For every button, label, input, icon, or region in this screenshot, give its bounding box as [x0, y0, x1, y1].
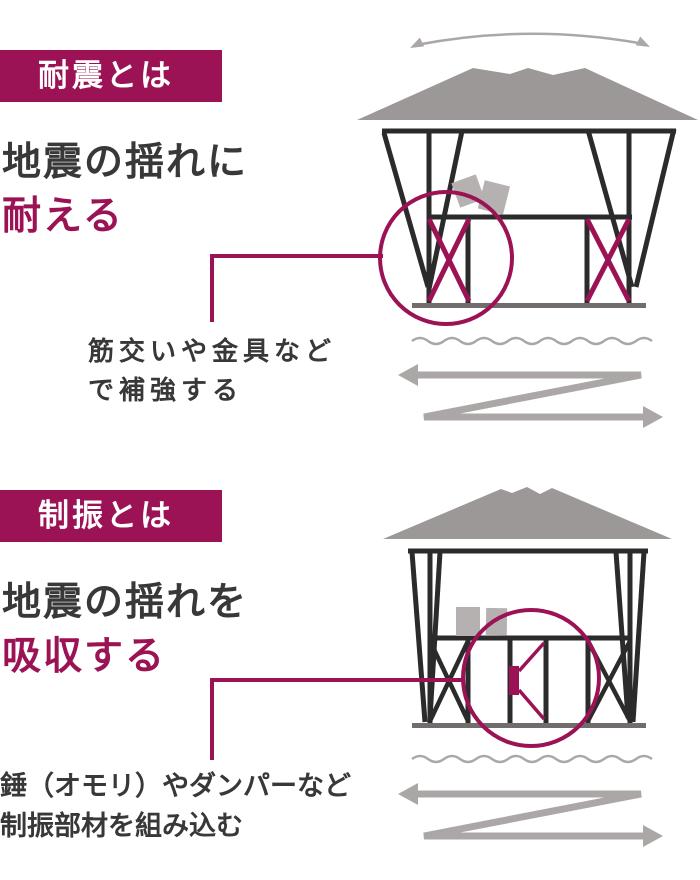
house-frame: [381, 128, 677, 303]
ground-wave-icon: [411, 754, 653, 764]
shake-direction-arrows-icon: [398, 783, 663, 847]
taishin-note: 筋交いや金具など で補強する: [88, 332, 336, 410]
x-brace-right: [584, 217, 632, 303]
taishin-heading-line1: 地震の揺れに: [2, 141, 249, 184]
note-leader-line: [210, 678, 464, 760]
roof: [383, 487, 672, 539]
seishin-heading-line2: 吸収する: [2, 635, 167, 678]
taishin-house-illustration: [210, 32, 698, 428]
sway-arrow-icon: [410, 32, 650, 48]
note-leader-line: [210, 254, 383, 322]
section-badge-seishin: 制振とは: [0, 490, 222, 542]
seishin-heading-line1: 地震の揺れを: [2, 581, 249, 624]
shake-direction-arrows-icon: [398, 364, 663, 428]
seishin-house-illustration: [210, 487, 672, 847]
roof: [357, 68, 698, 120]
taishin-note-line2: で補強する: [88, 375, 244, 405]
seishin-heading: 地震の揺れを 吸収する: [2, 576, 248, 684]
x-brace-left: [426, 217, 472, 303]
house-frame: [408, 548, 648, 723]
seishin-note-line2: 制振部材を組み込む: [0, 811, 243, 841]
damper-icon: [509, 641, 546, 721]
taishin-heading-line2: 耐える: [2, 195, 124, 238]
ground-wave-icon: [411, 336, 653, 346]
seishin-note-line1: 錘（オモリ）やダンパーなど: [0, 771, 351, 801]
seishin-note: 錘（オモリ）やダンパーなど 制振部材を組み込む: [0, 766, 351, 846]
taishin-heading: 地震の揺れに 耐える: [2, 136, 248, 244]
foundation-bar: [412, 723, 646, 728]
section-badge-taishin: 耐震とは: [0, 50, 222, 102]
foundation-bar: [412, 303, 646, 308]
taishin-note-line1: 筋交いや金具など: [88, 336, 337, 366]
